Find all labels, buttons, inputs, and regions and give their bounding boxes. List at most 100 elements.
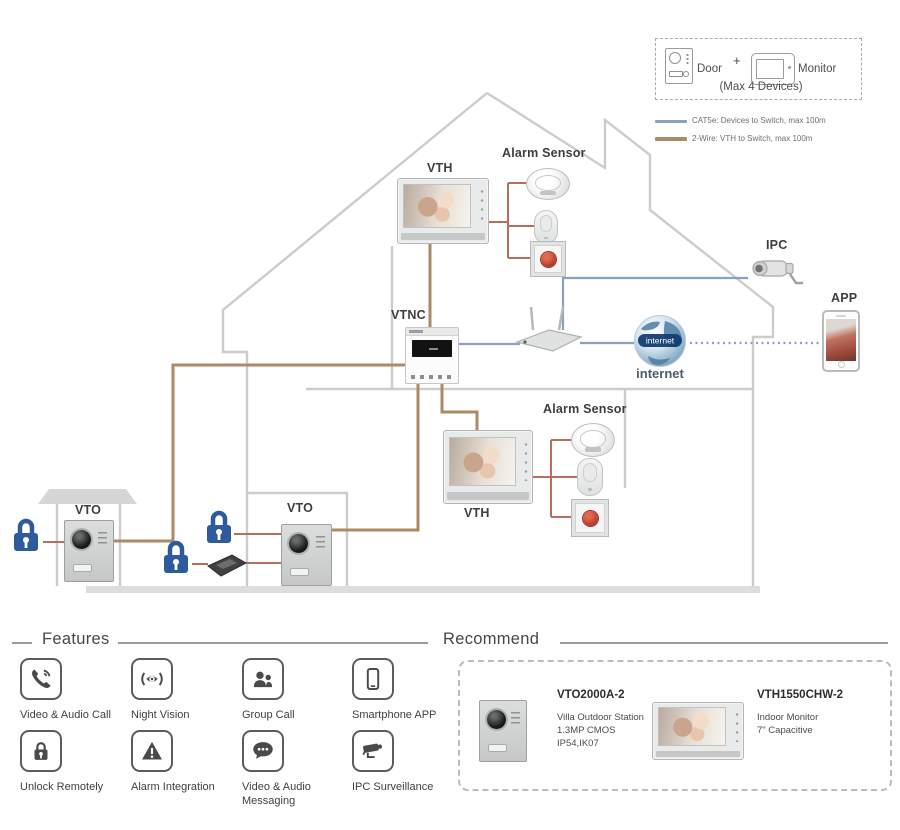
- vth-upper-buttons: [479, 186, 484, 224]
- vth-lower-buttons: [523, 439, 528, 482]
- vtnc-ports: [411, 375, 453, 379]
- door-station-slot: [669, 71, 683, 77]
- alarm-triangle-icon: [142, 741, 162, 760]
- feature-icon-box: [131, 658, 173, 700]
- wifi-router: [514, 306, 583, 352]
- wires-alarm-upper: [487, 182, 536, 259]
- router-body: [514, 329, 583, 352]
- recommend-title: Recommend: [443, 630, 540, 648]
- panic-button-upper: [530, 241, 566, 277]
- feature-label: Video & Audio Messaging: [242, 781, 311, 807]
- feature-icon-box: [352, 658, 394, 700]
- two-wire-cables: [112, 242, 479, 543]
- feature-smartphone-app: Smartphone APP: [352, 658, 458, 723]
- vth-lower-label: VTH: [464, 506, 490, 520]
- globe-continent-3: [648, 356, 670, 365]
- vtnc-display: [412, 340, 452, 357]
- vth-upper-base: [400, 233, 486, 241]
- vto-left-speaker: [98, 532, 107, 546]
- house-right-wall: [486, 91, 775, 586]
- product-spec: Indoor Monitor: [757, 712, 819, 723]
- door-monitor-legend-box: Door + Monitor (Max 4 Devices): [655, 38, 862, 100]
- product-vth-image: [652, 702, 744, 760]
- legend-max-devices: (Max 4 Devices): [719, 81, 803, 93]
- recommend-products-box: VTO2000A-2 Villa Outdoor Station 1.3MP C…: [458, 660, 892, 791]
- vth-upper-label: VTH: [427, 161, 453, 175]
- vto-right-speaker: [316, 536, 325, 550]
- vto-right-label: VTO: [287, 501, 314, 515]
- feature-icon-box: [352, 730, 394, 772]
- house-and-wiring-svg: [38, 91, 822, 593]
- product-spec: Villa Outdoor Station: [557, 712, 644, 723]
- app-smartphone: [822, 310, 860, 372]
- feature-ipc-surveillance: IPC Surveillance: [352, 730, 458, 795]
- product-spec: IP54,IK07: [557, 738, 599, 749]
- vth-lower-screen: [449, 436, 516, 487]
- internet-badge-text: internet: [646, 336, 675, 346]
- vto-left-camera: [72, 530, 91, 549]
- wires-alarm-lower: [531, 439, 579, 518]
- legend-monitor-label: Monitor: [798, 63, 837, 75]
- door-station-camera-icon: [669, 52, 681, 64]
- vth-upper-monitor: [397, 178, 489, 244]
- feature-label: Alarm Integration: [131, 781, 215, 793]
- feature-video-audio-call: Video & Audio Call: [20, 658, 126, 723]
- unlock-icon: [34, 742, 48, 760]
- internet-globe: internet: [634, 315, 686, 367]
- door-lock-icon-1: [14, 518, 38, 551]
- product-model-vth: VTH1550CHW-2: [757, 689, 844, 701]
- ground-line: [86, 586, 760, 593]
- ipc-back: [785, 262, 794, 275]
- router-antenna-right: [557, 306, 565, 331]
- alarm-sensor-upper-label: Alarm Sensor: [502, 146, 586, 160]
- internet-badge-pill: [638, 334, 682, 347]
- card-reader: [207, 554, 248, 577]
- recommend-rule: [560, 642, 888, 644]
- product-spec: 7" Capacitive: [757, 725, 813, 736]
- feature-group-call: Group Call: [242, 658, 348, 723]
- smoke-detector-upper: [526, 168, 570, 200]
- app-label: APP: [831, 291, 858, 305]
- feature-video-audio-messaging: Video & Audio Messaging: [242, 730, 334, 808]
- feature-unlock-remotely: Unlock Remotely: [20, 730, 126, 795]
- smartphone-icon: [366, 668, 380, 690]
- feature-label: Night Vision: [131, 709, 190, 721]
- alarm-wires: [43, 182, 579, 565]
- product-vto-image: [479, 700, 527, 762]
- router-led: [523, 340, 527, 344]
- feature-label: IPC Surveillance: [352, 781, 434, 793]
- vtnc-controller: [405, 327, 459, 384]
- features-dash: [12, 642, 32, 644]
- panic-button-lower: [571, 499, 609, 537]
- door-station-dots: [686, 53, 689, 65]
- product-vto-speaker: [511, 712, 520, 726]
- door-sensor-lower: [577, 458, 603, 496]
- cctv-icon: [362, 743, 383, 759]
- door-lock-icon-3: [164, 540, 188, 573]
- app-phone-screen: [826, 319, 856, 361]
- product-vto-button: [488, 744, 507, 752]
- product-vth-base: [655, 750, 741, 757]
- door-sensor-upper: [534, 210, 558, 244]
- vtnc-top-panel: [406, 328, 458, 336]
- vto-right-station: [281, 524, 332, 586]
- legend-cat5e-label: CAT5e: Devices to Switch, max 100m: [692, 116, 826, 125]
- door-station-icon: [665, 48, 693, 84]
- feature-alarm-integration: Alarm Integration: [131, 730, 237, 795]
- porch-posts: [55, 504, 122, 586]
- monitor-icon: [751, 53, 795, 85]
- vtnc-label: VTNC: [391, 308, 426, 322]
- features-rule: [118, 642, 428, 644]
- feature-label: Group Call: [242, 709, 295, 721]
- internet-caption: internet: [636, 366, 684, 381]
- product-model-vto: VTO2000A-2: [557, 689, 625, 701]
- feature-icon-box: [20, 730, 62, 772]
- feature-label: Unlock Remotely: [20, 781, 104, 793]
- group-call-icon: [253, 671, 273, 688]
- legend-two-wire-line-sample: [655, 137, 687, 141]
- legend-cat5e-line-sample: [655, 120, 687, 123]
- vth-lower-base: [446, 492, 530, 501]
- alarm-sensor-lower-label: Alarm Sensor: [543, 402, 627, 416]
- house-outline: [55, 91, 775, 586]
